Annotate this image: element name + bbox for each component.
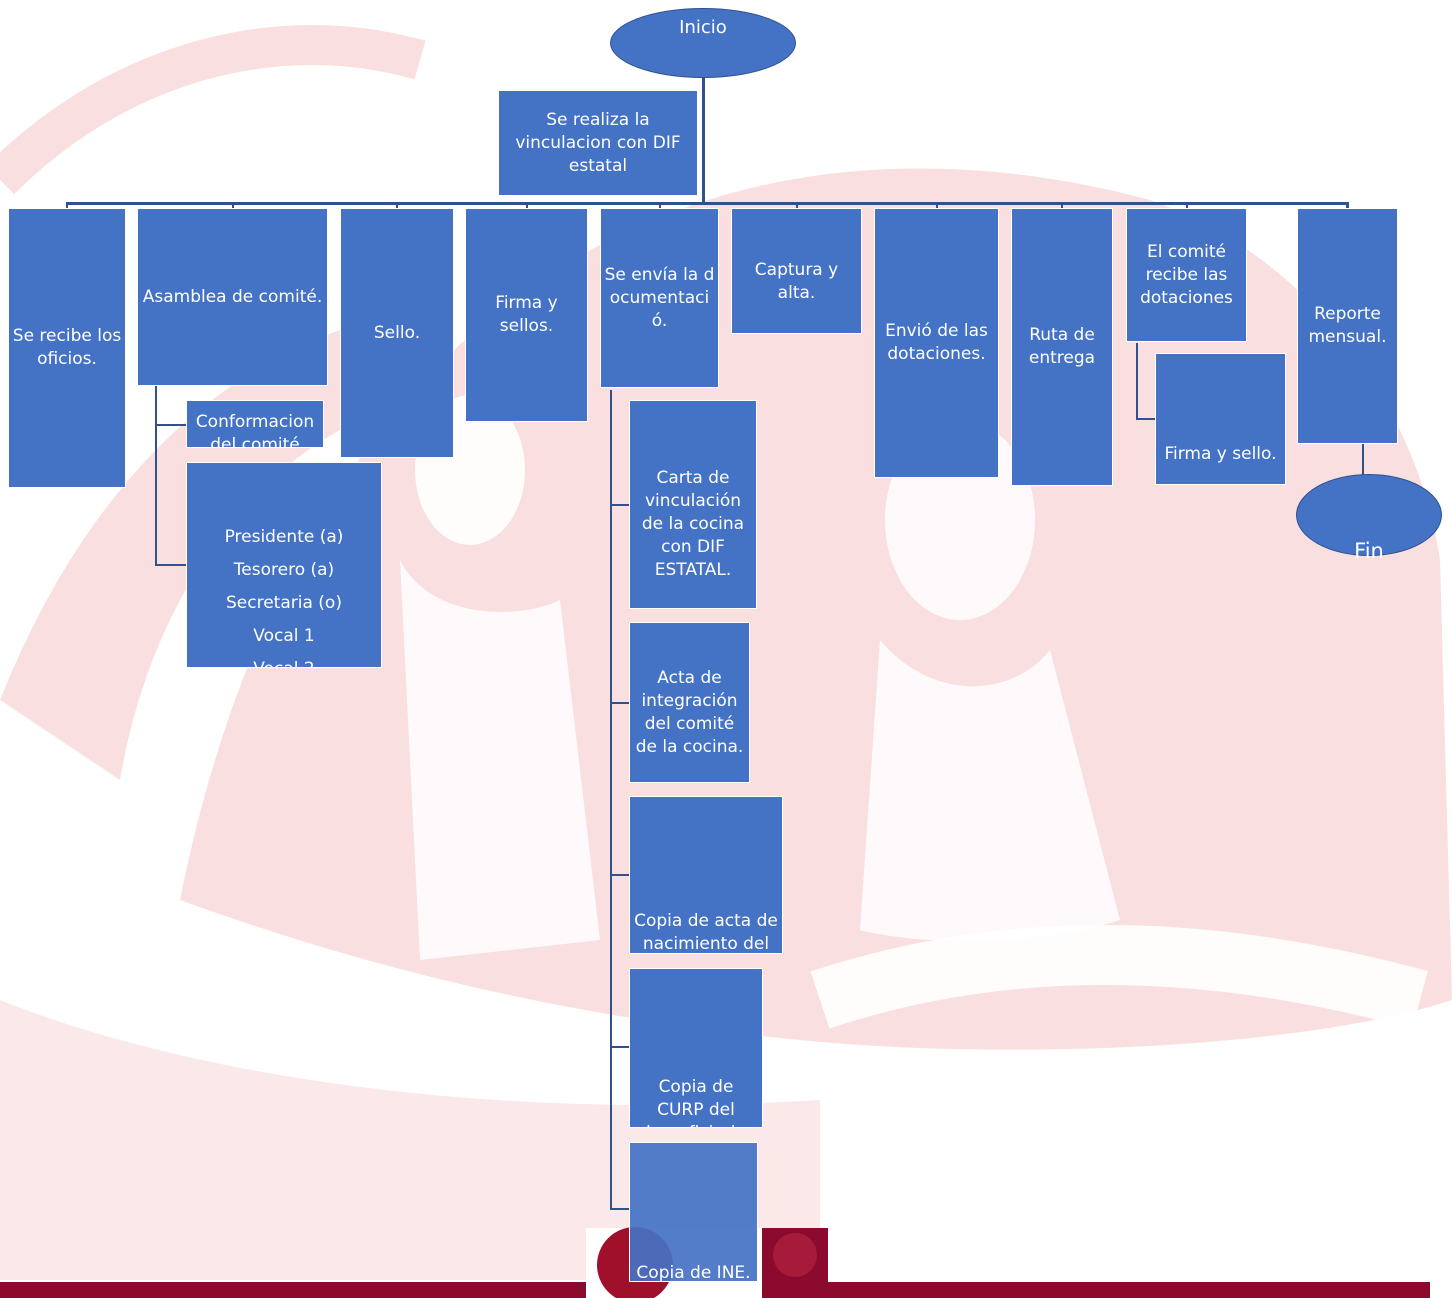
node-firma-sello-label: Firma y sello.: [1164, 444, 1277, 464]
node-documentacion-label: Se envía la documentació.: [604, 264, 715, 331]
node-firma-sellos: Firma y sellos.: [465, 208, 588, 422]
doc-acta-integracion: Acta de integración del comité de la coc…: [629, 622, 750, 783]
connector-drop-2: [232, 202, 234, 210]
root-node: Se realiza la vinculacion con DIF estata…: [498, 90, 698, 196]
node-oficios-label: Se recibe los oficios.: [12, 326, 122, 369]
doc-acta-integracion-label: Acta de integración del comité de la coc…: [635, 667, 744, 757]
doc-carta-label: Carta de vinculación de la cocina con DI…: [641, 468, 745, 580]
doc-carta: Carta de vinculación de la cocina con DI…: [629, 400, 757, 609]
node-captura-label: Captura y alta.: [754, 260, 839, 303]
connector-asamblea-h2: [155, 564, 187, 566]
node-comite-recibe-label: El comité recibe las dotaciones: [1140, 241, 1233, 308]
connector-doc-5: [610, 1208, 630, 1210]
connector-horizontal: [66, 202, 1349, 205]
node-conformacion-label: Conformacion del comité: [195, 412, 315, 448]
node-sello-label: Sello.: [373, 322, 421, 343]
connector-drop-1: [66, 202, 68, 210]
doc-acta-nacimiento: Copia de acta de nacimiento del benefici…: [629, 796, 783, 954]
role-vocal-2: Vocal 2: [225, 653, 344, 667]
connector-drop-6: [796, 202, 798, 210]
node-firma-sellos-label: Firma y sellos.: [495, 293, 558, 336]
node-asamblea: Asamblea de comité.: [137, 208, 328, 386]
node-captura: Captura y alta.: [731, 208, 862, 334]
connector-drop-4: [526, 202, 528, 210]
connector-comite-vertical: [1136, 343, 1138, 420]
connector-docs-vertical: [610, 390, 612, 1210]
end-node: Fin: [1296, 474, 1442, 563]
node-conformacion-top: Conformacion del comité: [186, 400, 324, 448]
node-reporte-label: Reporte mensual.: [1308, 304, 1387, 347]
root-label: Se realiza la vinculacion con DIF estata…: [515, 109, 681, 176]
connector-drop-10: [1346, 202, 1349, 210]
role-vocal-1: Vocal 1: [253, 626, 315, 646]
role-secretaria: Secretaria (o): [226, 593, 342, 613]
doc-ine-label: Copia de INE.: [636, 1263, 751, 1282]
doc-acta-nacimiento-label: Copia de acta de nacimiento del benefici…: [634, 911, 778, 954]
doc-curp: Copia de CURP del beneficiario: [629, 968, 763, 1128]
node-reporte: Reporte mensual.: [1297, 208, 1398, 444]
connector-drop-7: [936, 202, 938, 210]
connector-doc-3: [610, 874, 630, 876]
connector-reporte-fin: [1362, 444, 1364, 476]
node-comite-recibe: El comité recibe las dotaciones: [1126, 208, 1247, 342]
node-documentacion: Se envía la documentació.: [600, 208, 719, 388]
role-presidente: Presidente (a): [224, 527, 344, 547]
node-envio-label: Envió de las dotaciones.: [885, 321, 988, 364]
connector-drop-9: [1186, 202, 1188, 210]
end-label: Fin: [1354, 539, 1384, 563]
node-oficios: Se recibe los oficios.: [8, 208, 126, 488]
node-asamblea-label: Asamblea de comité.: [142, 286, 323, 307]
connector-drop-5: [659, 202, 661, 210]
node-firma-sello: Firma y sello.: [1155, 353, 1286, 485]
roles-list: Presidente (a) Tesorero (a) Secretaria (…: [224, 463, 344, 667]
connector-drop-8: [1061, 202, 1063, 210]
connector-doc-1: [610, 504, 630, 506]
connector-doc-4: [610, 1046, 630, 1048]
connector-drop-3: [396, 202, 398, 210]
start-node: Inicio: [610, 8, 796, 78]
doc-curp-label: Copia de CURP del beneficiario: [646, 1077, 746, 1127]
role-tesorero: Tesorero (a): [233, 560, 335, 580]
doc-ine: Copia de INE.: [629, 1142, 758, 1282]
start-label: Inicio: [679, 17, 727, 38]
connector-asamblea-h1: [155, 424, 187, 426]
connector-asamblea-vertical: [155, 386, 157, 566]
connector-comite-h: [1136, 418, 1156, 420]
connector-trunk: [702, 76, 705, 204]
node-roles: Presidente (a) Tesorero (a) Secretaria (…: [186, 462, 382, 668]
node-sello: Sello.: [340, 208, 454, 458]
node-envio: Envió de las dotaciones.: [874, 208, 999, 478]
node-ruta-label: Ruta de entrega: [1028, 325, 1096, 368]
connector-doc-2: [610, 702, 630, 704]
node-ruta: Ruta de entrega: [1011, 208, 1113, 486]
